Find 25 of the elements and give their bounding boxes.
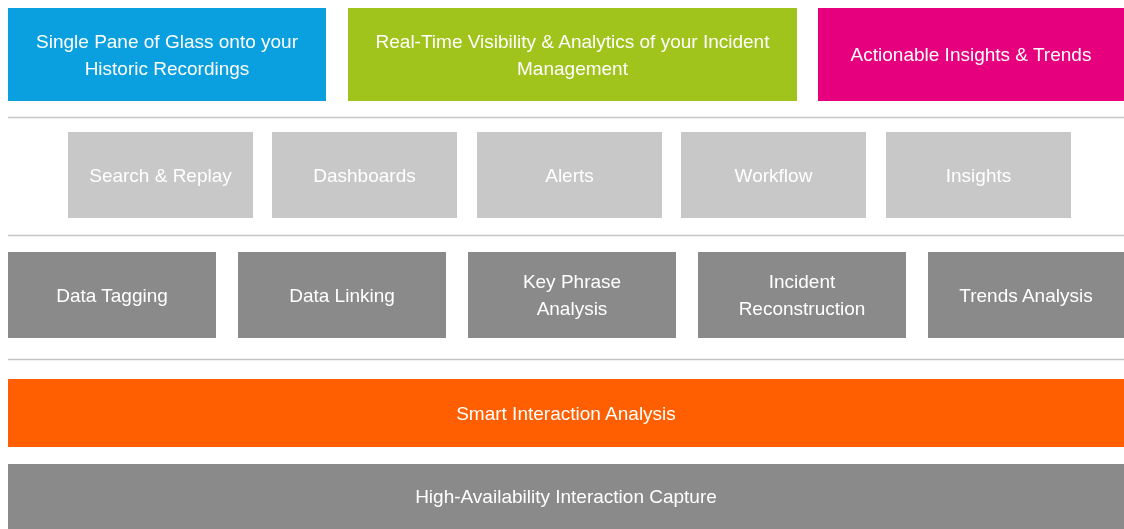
layer-box bbox=[698, 252, 906, 338]
box-label: Trends Analysis bbox=[959, 283, 1093, 308]
layer-box bbox=[681, 132, 866, 218]
layer-box bbox=[818, 8, 1124, 101]
layer-box bbox=[8, 464, 1124, 529]
box-label: Key Phrase Analysis bbox=[521, 270, 623, 321]
layer-box bbox=[477, 132, 662, 218]
layer-box bbox=[928, 252, 1124, 338]
layer-box bbox=[886, 132, 1071, 218]
box-label: High-Availability Interaction Capture bbox=[415, 485, 717, 509]
layer-box bbox=[468, 252, 676, 338]
box-label: Incident Reconstruction bbox=[737, 270, 867, 321]
box-label: Actionable Insights & Trends bbox=[850, 43, 1092, 67]
layer-box bbox=[272, 132, 457, 218]
box-label: Real-Time Visibility & Analytics of your Incident Management bbox=[374, 29, 771, 81]
layer-box bbox=[68, 132, 253, 218]
box-label: Single Pane of Glass onto your Historic Recordings bbox=[35, 29, 299, 81]
box-label: Smart Interaction Analysis bbox=[456, 401, 676, 426]
layer-box bbox=[8, 252, 216, 338]
box-label: Data Tagging bbox=[56, 283, 168, 308]
layer-box bbox=[238, 252, 446, 338]
layer-box bbox=[348, 8, 797, 101]
layer-box bbox=[8, 379, 1124, 447]
box-label: Data Linking bbox=[289, 283, 395, 308]
layer-box bbox=[8, 8, 326, 101]
